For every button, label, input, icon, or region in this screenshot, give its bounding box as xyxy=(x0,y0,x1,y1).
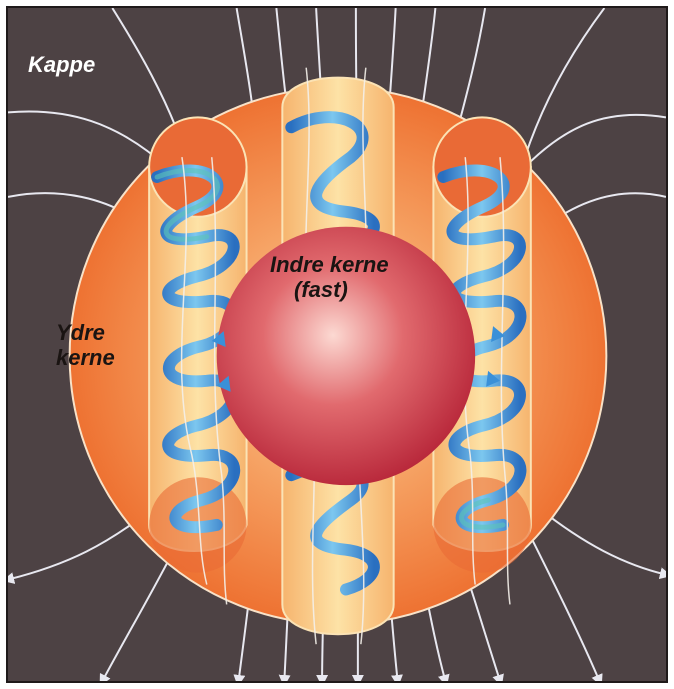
inner-core-label: Indre kerne (fast) xyxy=(270,252,389,303)
outer-core-label: Ydre kerne xyxy=(56,320,115,371)
inner-core-label-line1: Indre kerne xyxy=(270,252,389,277)
outer-core-label-line2: kerne xyxy=(56,345,115,370)
mantle-label: Kappe xyxy=(28,52,95,77)
outer-core-label-line1: Ydre xyxy=(56,320,115,345)
figure-frame: Kappe Ydre kerne Indre kerne (fast) xyxy=(6,6,668,683)
inner-core-label-line2: (fast) xyxy=(270,277,389,302)
